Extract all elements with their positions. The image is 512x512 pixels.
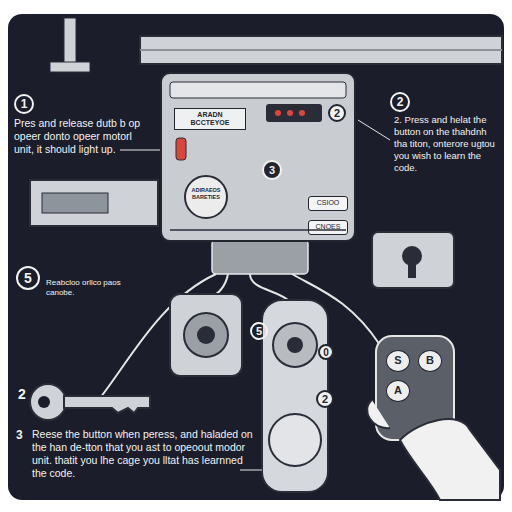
unit-sticker — [185, 176, 227, 218]
latch-lock — [402, 246, 422, 266]
callout-number: 3 — [16, 428, 23, 442]
bracket-slot — [42, 193, 108, 213]
learn-button — [176, 138, 186, 160]
wire — [250, 274, 290, 302]
led — [287, 110, 293, 116]
thumb — [367, 400, 390, 428]
callout-number: 2 — [316, 390, 334, 408]
callout-number: 3 — [262, 160, 282, 180]
wall-push-pad — [269, 414, 321, 466]
opener-rail — [140, 36, 502, 64]
node-text: B — [419, 351, 441, 370]
wire — [292, 274, 380, 345]
node-text: ARADN BCCTEYOE — [174, 108, 246, 130]
key-blade — [64, 396, 150, 413]
wall-button — [273, 323, 317, 367]
callout-number: 2 — [390, 92, 410, 112]
node-text: CNOES — [309, 221, 347, 233]
mount-bracket — [30, 180, 158, 226]
key-head — [30, 384, 66, 420]
unit-button-label: CNOES — [308, 220, 348, 235]
callout-number: 0 — [318, 344, 334, 360]
unit-seam — [170, 229, 346, 231]
hanger-foot — [50, 62, 90, 72]
latch-device — [372, 232, 454, 288]
node-text: A — [387, 381, 409, 400]
hand — [400, 419, 500, 500]
key-hole — [38, 396, 50, 408]
remote-control — [376, 336, 454, 440]
background-panel — [8, 14, 504, 500]
opener-motor-unit: ARADN BCCTEYOE CSIOO CNOES — [160, 72, 356, 242]
instruction-text: Reabcloo orllco paos canobe. — [46, 278, 138, 298]
instruction-text: 2. Press and helat the button on the tha… — [394, 114, 500, 174]
node-text: S — [387, 351, 409, 370]
unit-hardware — [212, 240, 308, 274]
sticker-text: ADIRAEOS BARETIES — [189, 187, 223, 201]
instruction-text: Pres and release dutb b op opeer donto o… — [14, 117, 154, 156]
leader-line — [240, 470, 262, 471]
node-text: CSIOO — [309, 197, 347, 209]
wire — [100, 274, 216, 398]
callout-number: 5 — [250, 322, 268, 340]
remote-button: A — [386, 380, 410, 402]
led — [299, 110, 305, 116]
unit-top-band — [170, 82, 346, 98]
callout-number: 2 — [18, 386, 26, 402]
receiver-dial — [184, 313, 228, 357]
hanger-bar — [64, 18, 76, 68]
callout-number: 2 — [328, 104, 346, 122]
wire — [208, 274, 228, 300]
callout-number: 5 — [16, 266, 40, 290]
receiver-knob — [197, 326, 215, 344]
remote-button: S — [386, 350, 410, 372]
led-panel — [266, 104, 322, 122]
unit-button-label: CSIOO — [308, 196, 348, 211]
leader-line — [358, 120, 390, 140]
wall-button-center — [287, 337, 303, 353]
rail-groove — [140, 49, 502, 51]
remote-button: B — [418, 350, 442, 372]
callout-number: 1 — [14, 94, 34, 114]
latch-shackle — [408, 262, 416, 278]
receiver-device — [170, 294, 242, 376]
instruction-text: Reese the button when peress, and halade… — [32, 428, 258, 480]
led — [275, 110, 281, 116]
